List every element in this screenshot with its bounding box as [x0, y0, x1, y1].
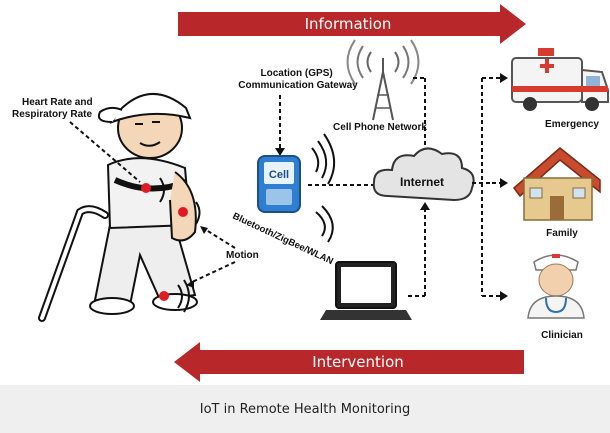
internet-cloud-icon: Internet: [372, 147, 475, 202]
heart-rate-pointer: [69, 121, 141, 183]
information-arrow: Information: [178, 4, 526, 44]
cell-tower-icon: [346, 39, 420, 121]
family-label: Family: [546, 228, 578, 239]
figure-caption: IoT in Remote Health Monitoring: [0, 385, 610, 433]
motion-pointer-ankle: [189, 261, 236, 284]
intervention-label: Intervention: [312, 353, 404, 371]
intervention-arrow: Intervention: [174, 342, 524, 382]
cell-network-label: Cell Phone Network: [333, 122, 427, 133]
arm-sensor: [178, 207, 188, 217]
iot-health-diagram: Information Intervention: [12, 4, 609, 382]
information-label: Information: [305, 15, 392, 33]
motion-label: Motion: [226, 250, 259, 261]
emergency-label: Emergency: [545, 119, 599, 130]
cell-phone-icon: Cell: [257, 155, 301, 213]
laptop-icon: [320, 261, 412, 320]
elderly-patient-figure: [38, 93, 201, 322]
clinician-label: Clinician: [541, 330, 583, 341]
location-label: Location (GPS) Communication Gateway: [238, 68, 358, 91]
cell-label: Cell: [269, 169, 289, 181]
heart-rate-label: Heart Rate and Respiratory Rate: [12, 97, 95, 120]
internet-label: Internet: [400, 175, 444, 189]
ambulance-icon: [511, 48, 609, 111]
motion-arrowhead-arm: [200, 226, 208, 234]
house-icon: [512, 147, 601, 221]
chest-sensor: [141, 183, 151, 193]
motion-arrowhead-ankle: [186, 280, 194, 288]
ankle-sensor: [159, 291, 169, 301]
clinician-icon: [527, 254, 585, 319]
motion-pointer-arm: [202, 227, 236, 249]
